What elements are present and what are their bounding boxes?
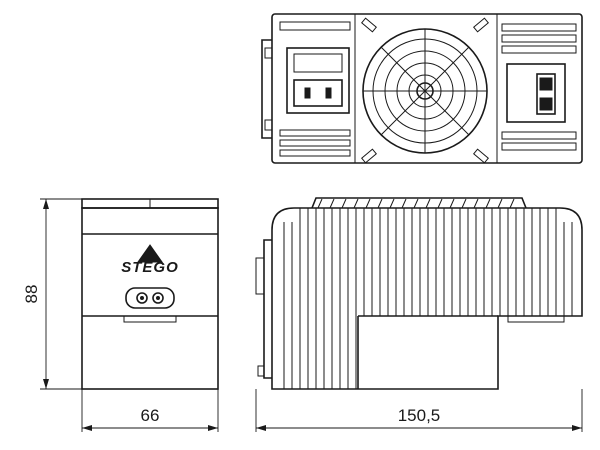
side-view — [255, 197, 583, 390]
power-socket — [286, 47, 350, 114]
brand-logo-text: STEGO — [121, 259, 179, 276]
fin-tip — [389, 198, 395, 209]
front-connector — [125, 287, 175, 309]
dimension-lines — [40, 198, 583, 432]
fin-tip — [449, 198, 455, 209]
fin-tip — [329, 198, 335, 209]
top-right-vents — [501, 23, 577, 151]
fin-tip — [317, 198, 323, 209]
side-fins — [283, 198, 573, 389]
fin-tip — [485, 198, 491, 209]
fan-grille — [361, 17, 489, 164]
fin-tip — [413, 198, 419, 209]
thermostat-switch — [506, 63, 566, 123]
stego-logo: STEGO — [121, 244, 179, 276]
fin-tip — [461, 198, 467, 209]
fin-tip — [473, 198, 479, 209]
fin-tip — [437, 198, 443, 209]
front-view: STEGO — [81, 198, 219, 390]
width-dimension-label: 66 — [141, 406, 160, 425]
dimension-labels: 88 66 150,5 — [22, 285, 440, 425]
fin-tip — [401, 198, 407, 209]
top-view — [261, 13, 583, 164]
top-left-vents — [279, 21, 351, 157]
fin-tip — [353, 198, 359, 209]
fin-tip — [365, 198, 371, 209]
fin-tip — [377, 198, 383, 209]
fin-tip — [509, 198, 515, 209]
fin-tip — [497, 198, 503, 209]
fin-tip — [341, 198, 347, 209]
fin-tip — [425, 198, 431, 209]
length-dimension-label: 150,5 — [398, 406, 441, 425]
height-dimension-label: 88 — [22, 285, 41, 304]
